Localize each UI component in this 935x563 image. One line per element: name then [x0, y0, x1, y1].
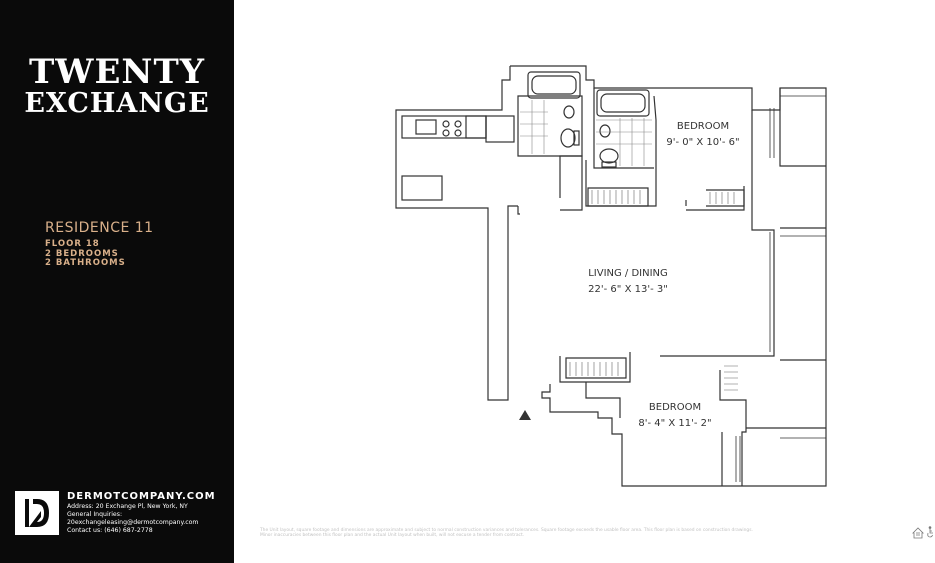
accessibility-icon — [927, 526, 933, 538]
floor-plan — [395, 65, 827, 487]
bedroom-2-name: BEDROOM — [648, 402, 702, 413]
disclaimer-line-2: Minor inaccuracies between this floor pl… — [260, 533, 525, 538]
contact-phone: Contact us: (646) 687-2778 — [67, 527, 153, 534]
sidebar: TWENTY EXCHANGE RESIDENCE 11 FLOOR 18 2 … — [0, 0, 234, 563]
contact-address: Address: 20 Exchange Pl, New York, NY — [67, 503, 188, 510]
residence-bathrooms: 2 BATHROOMS — [45, 258, 126, 268]
dermot-logo-icon — [15, 491, 59, 535]
bedroom-1-name: BEDROOM — [676, 121, 730, 132]
bedroom-2-dims: 8'- 4" X 11'- 2" — [638, 418, 712, 429]
equal-housing-icon — [912, 527, 924, 539]
residence-title: RESIDENCE 11 — [45, 220, 154, 236]
residence-bedrooms: 2 BEDROOMS — [45, 249, 119, 259]
contact-email[interactable]: 20exchangeleasing@dermotcompany.com — [67, 519, 199, 526]
brand-line-2: EXCHANGE — [24, 88, 210, 119]
entry-arrow-icon — [519, 410, 531, 420]
brand-line-1: TWENTY — [28, 52, 206, 92]
contact-inquiries-label: General Inquiries: — [67, 511, 123, 518]
bedroom-1-dims: 9'- 0" X 10'- 6" — [666, 137, 740, 148]
residence-floor: FLOOR 18 — [45, 239, 100, 249]
living-dining-name: LIVING / DINING — [588, 268, 668, 279]
living-dining-dims: 22'- 6" X 13'- 3" — [588, 284, 668, 295]
contact-company[interactable]: DERMOTCOMPANY.COM — [67, 491, 216, 502]
disclaimer-line-1: The Unit layout, square footage and dime… — [260, 528, 753, 533]
